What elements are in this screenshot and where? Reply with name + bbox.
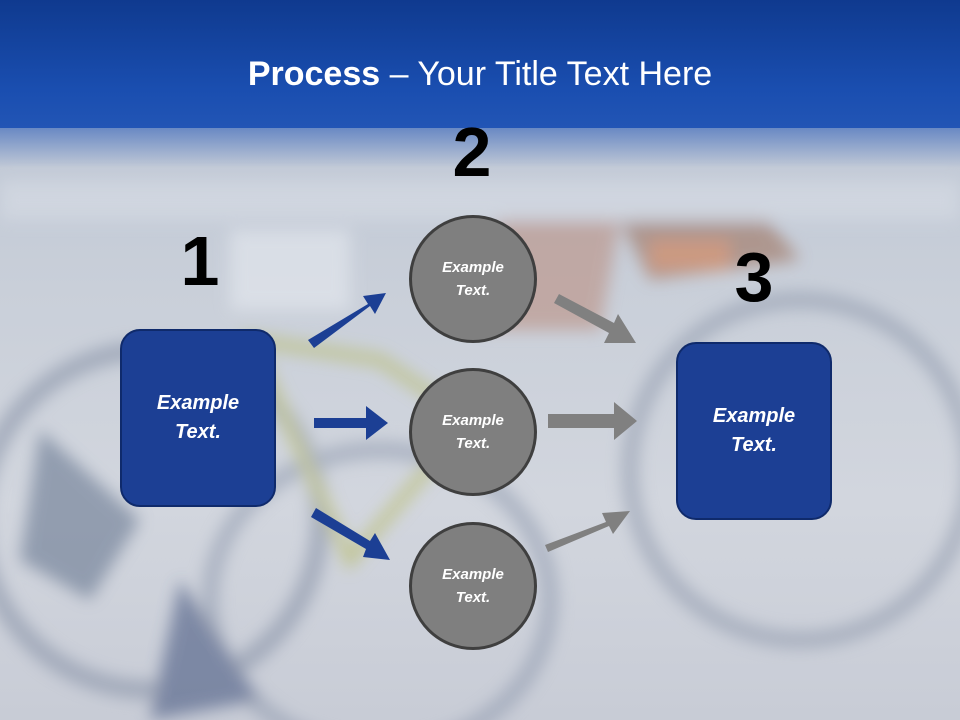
title-bold: Process [247, 55, 381, 93]
circle-middle-line1: Example [442, 412, 504, 429]
circle-middle-line2: Text. [455, 435, 491, 452]
arrow-left-to-middle [314, 406, 388, 440]
arrow-middle-to-right [548, 402, 637, 440]
circle-middle: Example Text. [409, 368, 537, 496]
circle-top: Example Text. [409, 215, 537, 343]
right-box-line2: Text. [731, 434, 777, 456]
arrow-left-to-bottom [311, 508, 390, 560]
right-box-line1: Example [712, 405, 796, 427]
slide-title: Process – Your Title Text Here [0, 52, 960, 96]
left-box-line2: Text. [175, 421, 221, 443]
header-fade [0, 128, 960, 168]
arrow-left-to-top [308, 293, 386, 348]
arrow-bottom-to-right [545, 511, 630, 552]
right-process-box: Example Text. [676, 342, 832, 520]
step-number-3: 3 [734, 238, 774, 316]
blue-arrows [308, 293, 390, 560]
circle-top-line1: Example [442, 259, 504, 276]
circle-bottom: Example Text. [409, 522, 537, 650]
step-number-1: 1 [180, 222, 220, 300]
step-number-2: 2 [452, 113, 492, 191]
circle-top-line2: Text. [455, 282, 491, 299]
left-process-box: Example Text. [120, 329, 276, 507]
gray-arrows [545, 294, 637, 552]
title-rest: – Your Title Text Here [380, 55, 713, 93]
arrow-top-to-right [554, 294, 636, 343]
left-box-line1: Example [156, 392, 240, 414]
header-band [0, 0, 960, 128]
circle-bottom-line2: Text. [455, 589, 491, 606]
circle-bottom-line1: Example [442, 566, 504, 583]
